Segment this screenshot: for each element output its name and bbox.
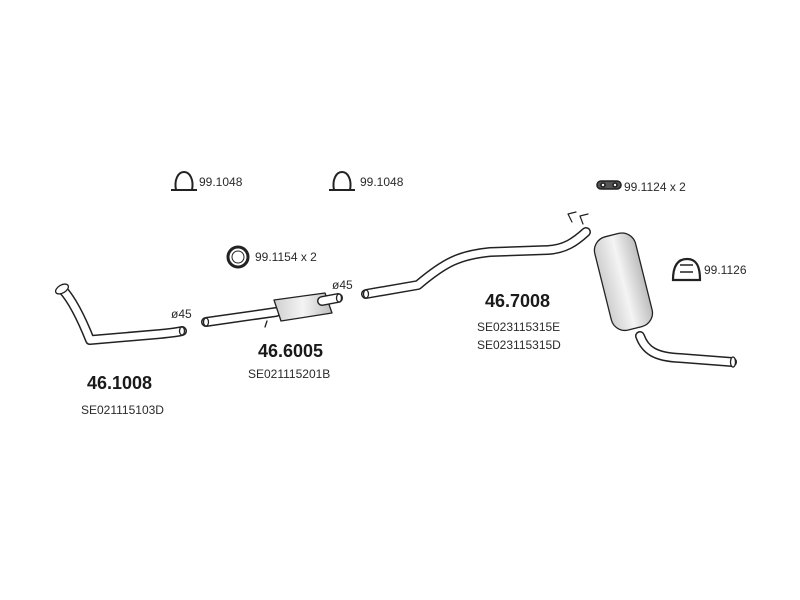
- reference-code: SE023115315D: [477, 338, 561, 352]
- reference-code: SE021115201B: [248, 367, 331, 381]
- rear-muffler-assembly: [361, 211, 737, 368]
- clamp-icon: [171, 170, 197, 191]
- reference-code: SE021115103D: [81, 403, 164, 417]
- rubber-strap-icon: [596, 180, 622, 190]
- accessory-label: 99.1124 x 2: [624, 180, 686, 194]
- center-muffler: [201, 292, 343, 328]
- clamp-icon: [329, 170, 355, 191]
- part-number: 46.1008: [87, 373, 153, 393]
- accessory-label: 99.1154 x 2: [255, 250, 317, 264]
- diameter-label: ø45: [332, 278, 353, 292]
- diameter-label: ø45: [171, 307, 192, 321]
- reference-code: SE023115315E: [477, 320, 561, 334]
- part-number: 46.7008: [485, 291, 551, 311]
- accessory-label: 99.1126: [704, 263, 747, 277]
- front-pipe: [54, 283, 187, 345]
- part-number: 46.6005: [258, 341, 324, 361]
- accessory-label: 99.1048: [199, 175, 243, 189]
- rubber-mount-icon: [671, 257, 702, 282]
- accessory-label: 99.1048: [360, 175, 404, 189]
- ring-gasket-icon: [226, 245, 250, 269]
